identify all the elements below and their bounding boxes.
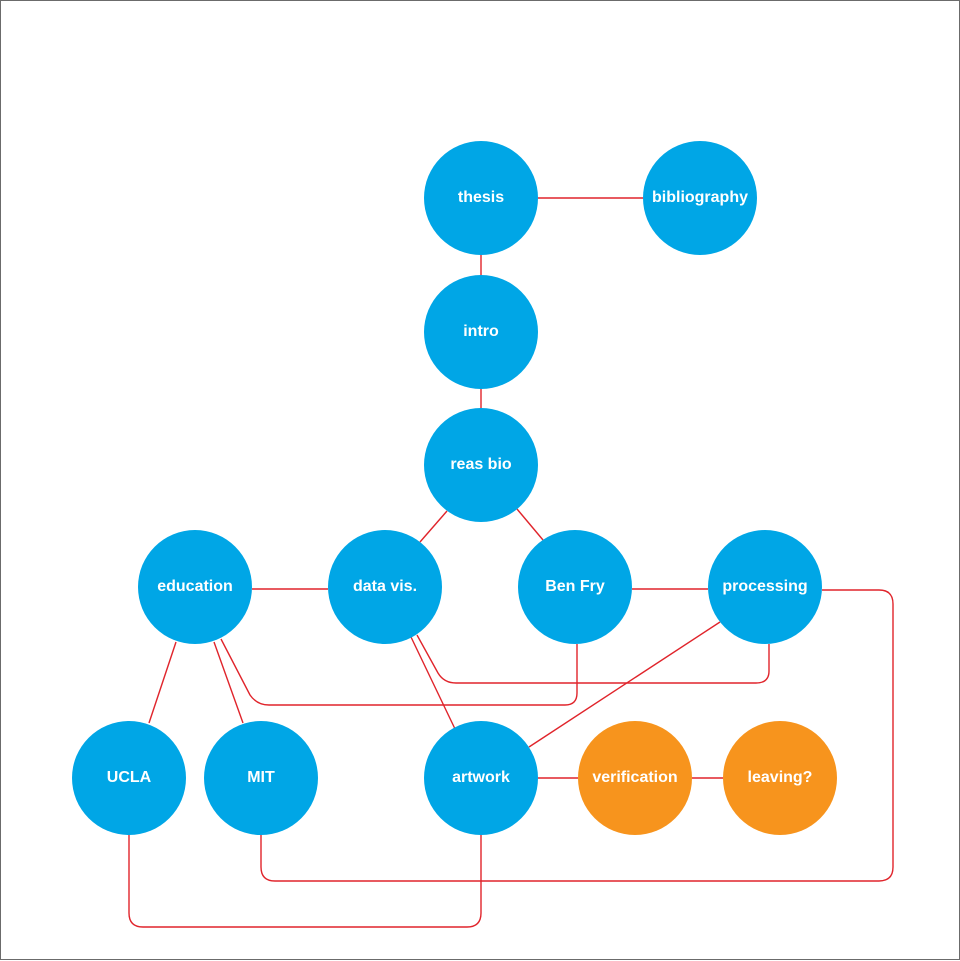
node-label: Ben Fry — [545, 578, 605, 595]
node-intro[interactable]: intro — [424, 275, 538, 389]
node-label: bibliography — [652, 189, 748, 206]
node-reas-bio[interactable]: reas bio — [424, 408, 538, 522]
node-thesis[interactable]: thesis — [424, 141, 538, 255]
node-data-vis[interactable]: data vis. — [328, 530, 442, 644]
node-education[interactable]: education — [138, 530, 252, 644]
node-label: intro — [463, 323, 499, 340]
node-label: leaving? — [747, 769, 813, 786]
node-leaving[interactable]: leaving? — [723, 721, 837, 835]
edge-education-ucla — [148, 641, 177, 724]
node-ucla[interactable]: UCLA — [72, 721, 186, 835]
node-label: data vis. — [352, 578, 418, 595]
node-label: thesis — [457, 189, 505, 206]
edge-education-mit — [213, 641, 244, 724]
edge-reas-bio-ben-fry — [516, 508, 544, 541]
node-artwork[interactable]: artwork — [424, 721, 538, 835]
node-label: reas bio — [450, 456, 512, 473]
edge-education-ben-fry — [220, 638, 578, 706]
node-label: verification — [592, 769, 678, 786]
node-label: processing — [722, 578, 808, 595]
edge-reas-bio-data-vis — [419, 510, 448, 543]
edge-processing-mit — [260, 589, 894, 882]
edge-data-vis-processing — [416, 634, 770, 684]
edge-processing-artwork — [528, 621, 721, 748]
node-verification[interactable]: verification — [578, 721, 692, 835]
node-bibliography[interactable]: bibliography — [643, 141, 757, 255]
node-label: UCLA — [106, 769, 152, 786]
edge-ucla-artwork — [128, 835, 482, 928]
edge-data-vis-artwork — [410, 636, 457, 732]
node-mit[interactable]: MIT — [204, 721, 318, 835]
node-label: MIT — [247, 769, 275, 786]
node-ben-fry[interactable]: Ben Fry — [518, 530, 632, 644]
node-label: artwork — [452, 769, 510, 786]
node-label: education — [157, 578, 233, 595]
node-processing[interactable]: processing — [708, 530, 822, 644]
